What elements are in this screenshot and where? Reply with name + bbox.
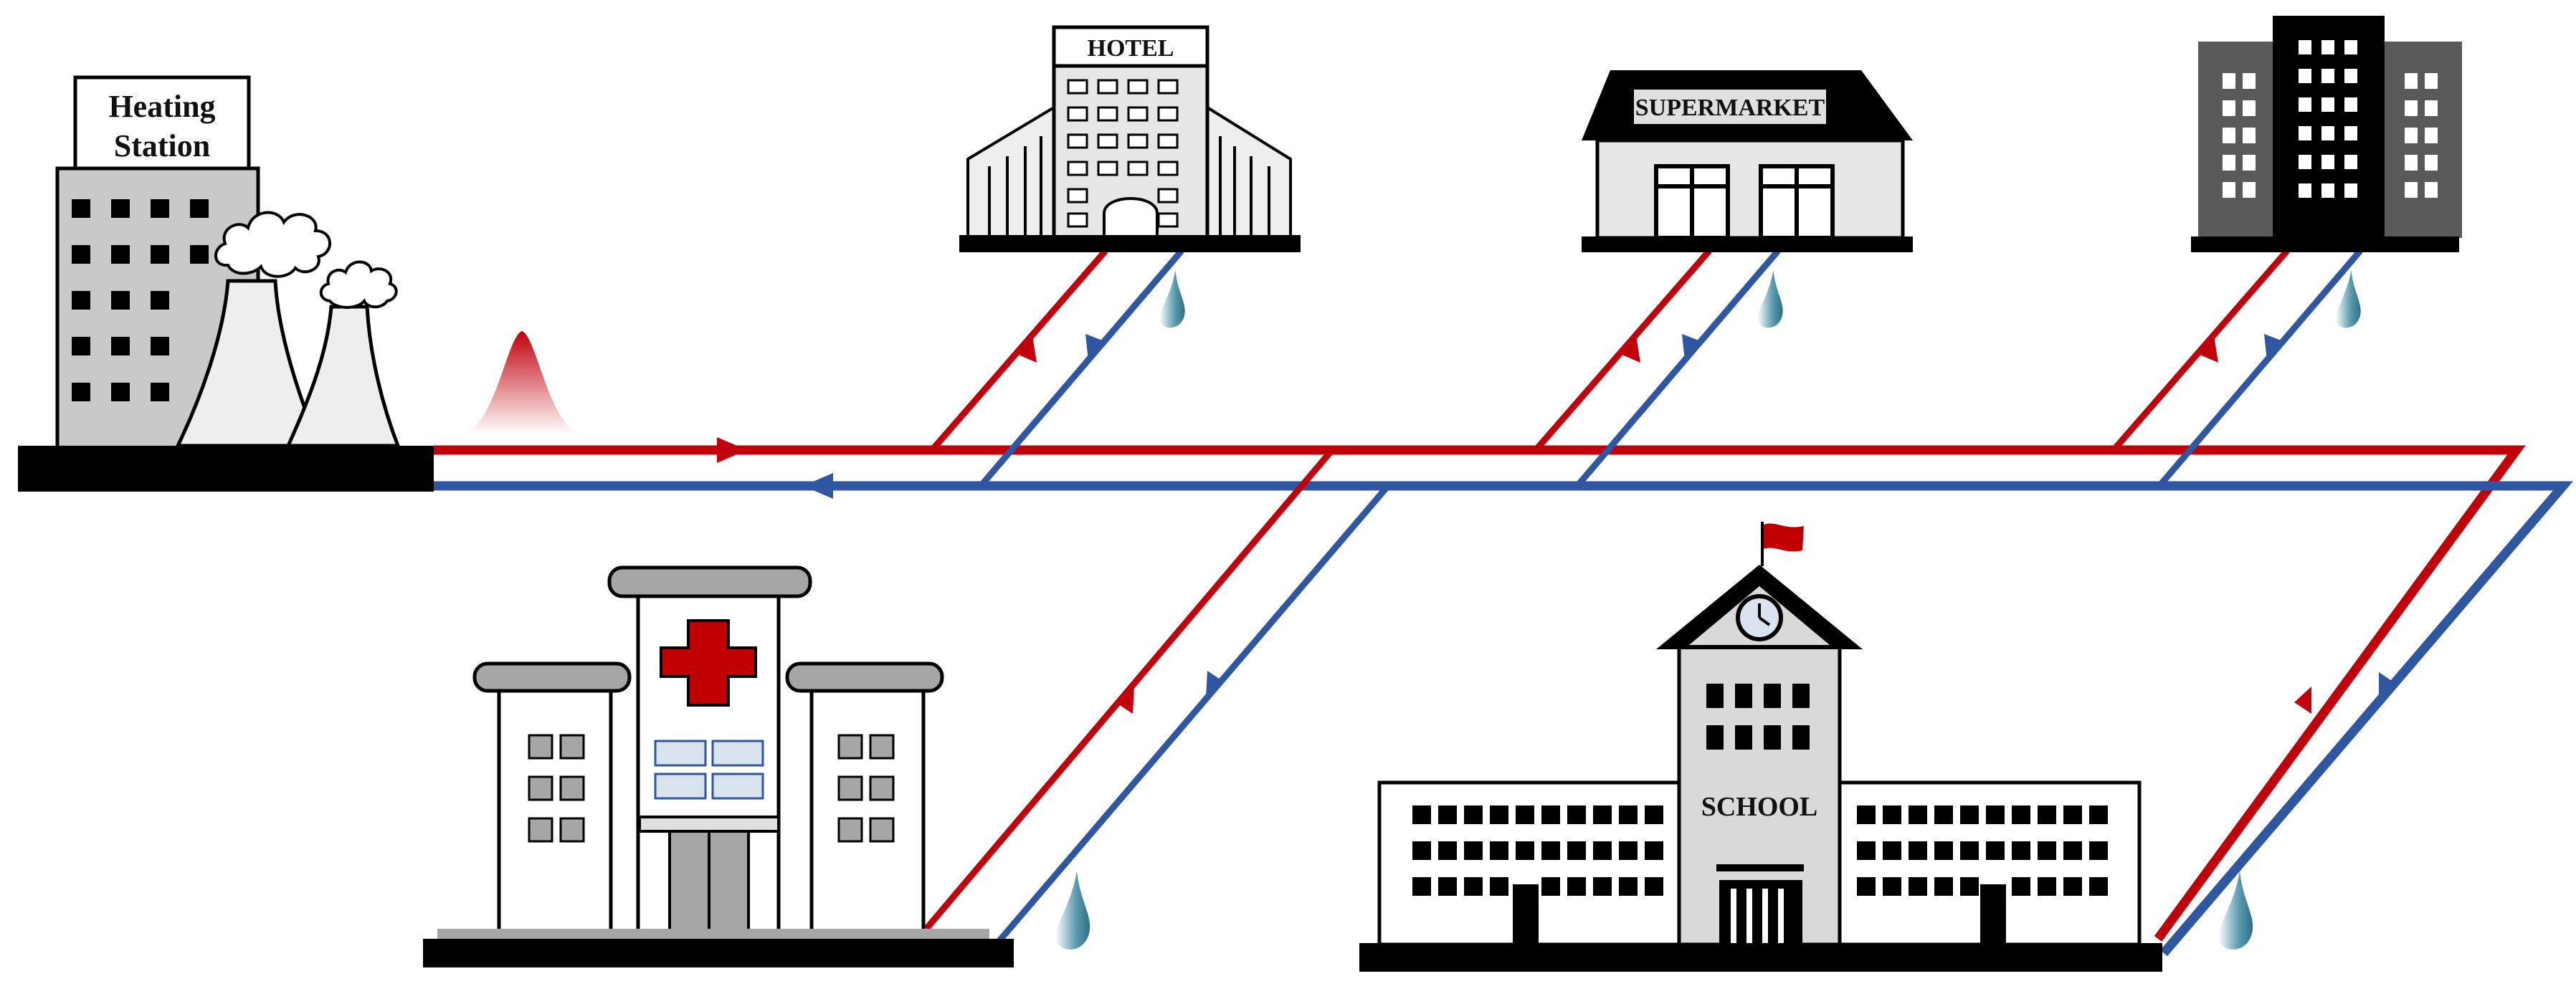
red-cross-icon [660,619,757,707]
supply-main-pipe [434,445,2526,942]
branch-pipes [923,249,2363,950]
return-flow-arrow [803,473,833,499]
hotel-return-pipe [978,249,1184,488]
heating-station: Heating Station [18,75,434,492]
steam-cloud-large [214,211,331,278]
supermarket-return-arrow [1682,334,1701,361]
hotel-building: HOTEL [959,25,1301,252]
heat-pulse-icon [459,331,585,434]
hospital-supply-pipe [923,448,1335,931]
supermarket-supply-arrow [1620,335,1640,363]
hospital-left-roof [472,661,632,693]
hotel-label: HOTEL [1088,35,1174,62]
office-supply-pipe [2111,249,2290,452]
school-building: SCHOOL [1359,522,2162,972]
hotel-sign [1052,25,1209,68]
hospital-base [423,939,1014,967]
office-base [2191,236,2459,252]
office-return-arrow [2264,334,2283,361]
office-supply-arrow [2198,335,2218,363]
hospital-right-wing [809,684,926,935]
hotel-supply-pipe [929,249,1108,452]
hospital-right-roof [785,661,944,693]
supermarket-label: SUPERMARKET [1635,95,1825,121]
hospital-canopy [638,816,780,833]
hospital-building [423,565,1014,967]
school-label: SCHOOL [1701,792,1818,822]
heating-station-windows [72,199,209,401]
school-tower-windows [1706,684,1810,750]
water-drop-icon [1757,269,1783,328]
office-tower-building [2191,16,2462,252]
supermarket-doors [1654,164,1835,240]
cooling-tower-small [285,305,401,448]
hospital-return-arrow [1206,671,1225,698]
branch-arrows [1017,334,2396,714]
hospital-return-pipe [991,484,1391,950]
school-flag-icon [1764,523,1804,552]
school-supply-arrow [2294,687,2311,714]
hotel-entrance [1103,197,1159,238]
office-right-block [2376,42,2462,238]
school-left-windows [1412,805,1663,945]
supermarket-building: SUPERMARKET [1582,70,1913,252]
supermarket-base [1582,236,1913,252]
heating-station-sign [73,75,251,173]
supermarket-sign [1632,88,1828,125]
office-windows [2223,40,2438,198]
hotel-windows [1067,79,1179,228]
hotel-base [959,235,1301,252]
heating-station-base [18,446,434,492]
hospital-supply-arrow [1116,687,1134,714]
office-left-block [2198,42,2284,238]
hospital-left-wing [497,684,613,935]
hospital-center-roof [607,565,812,598]
return-main-pipe [434,481,2574,957]
steam-cloud-small [319,260,398,309]
school-entrance-lintel [1716,864,1804,871]
main-pipes [434,437,2574,957]
supermarket-return-pipe [1574,249,1781,488]
supermarket-supply-pipe [1533,249,1712,452]
office-return-pipe [2157,249,2363,488]
hotel-return-arrow [1085,334,1104,361]
water-drop-icon [1055,871,1090,950]
water-drop-icon [1159,269,1185,328]
hotel-supply-arrow [1017,335,1037,363]
hospital-step [437,929,989,939]
hospital-windows [528,734,895,843]
supermarket-body [1595,138,1905,240]
school-return-arrow [2379,672,2396,699]
school-base [1359,943,2162,972]
supply-flow-arrow [717,437,747,463]
heating-station-label-line1: Heating [108,89,215,124]
school-right-windows [1857,805,2108,945]
heating-station-label-line2: Station [114,128,210,163]
hospital-center-windows [654,740,764,800]
